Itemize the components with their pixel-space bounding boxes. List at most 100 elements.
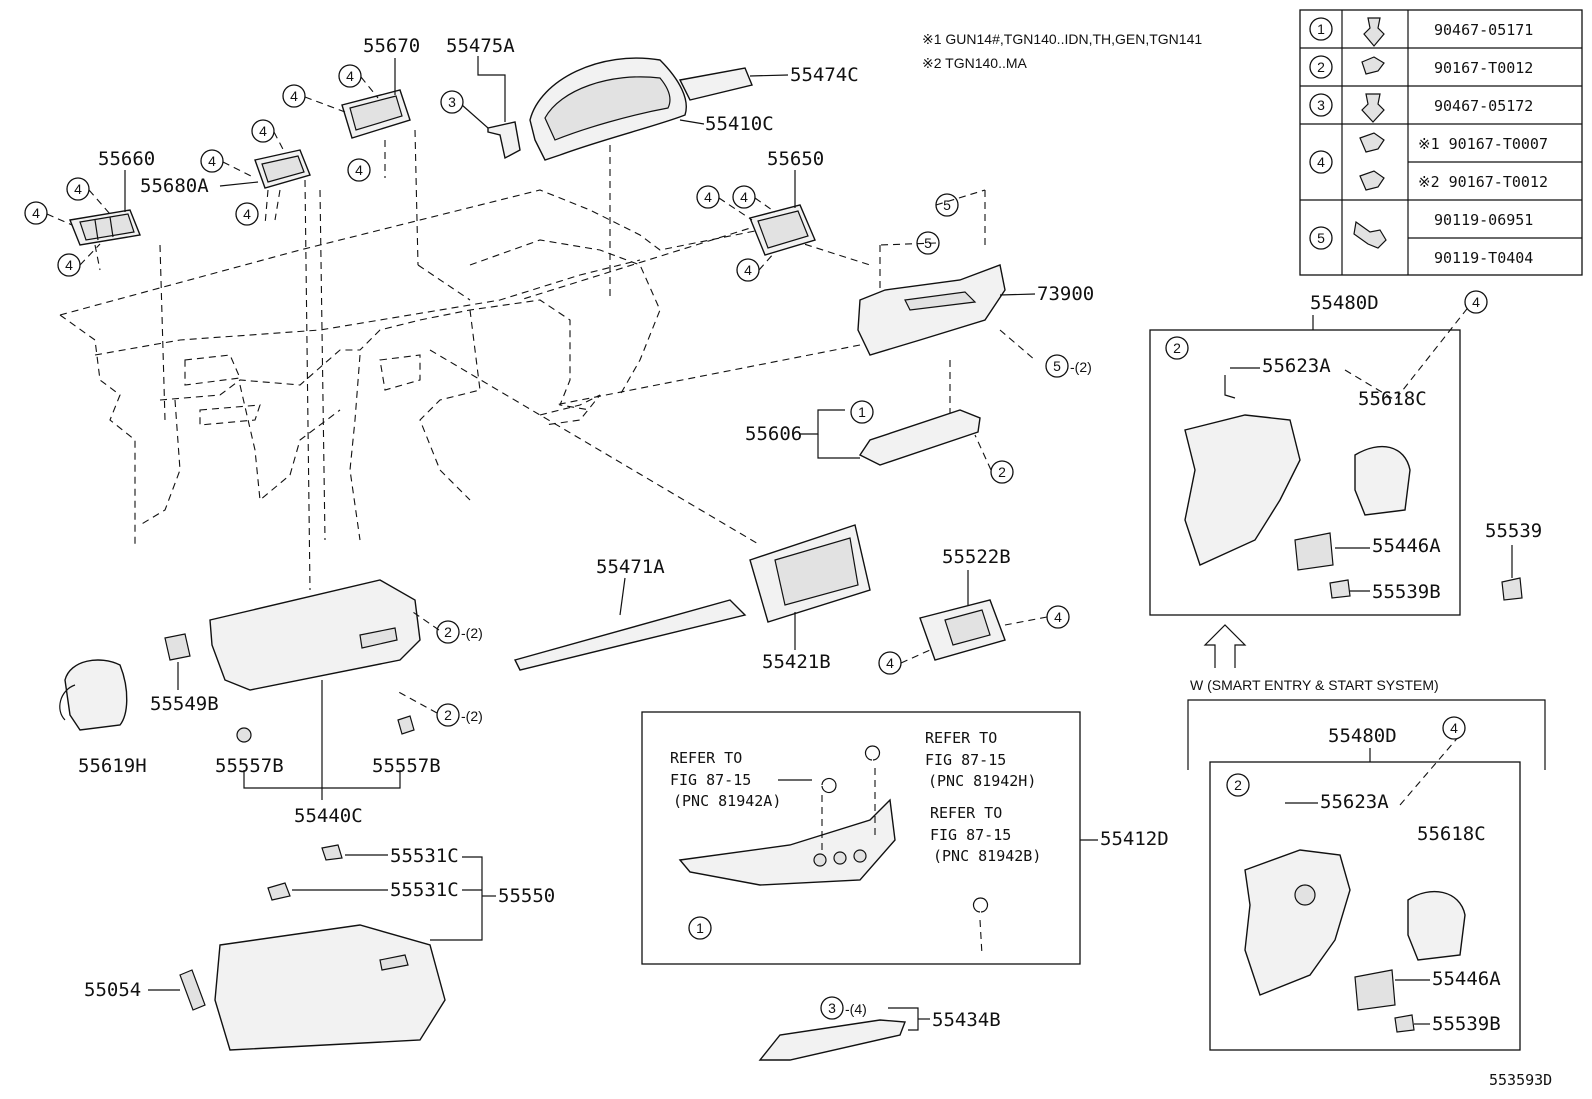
part-55549B[interactable] bbox=[164, 633, 191, 661]
part-55054-damper[interactable] bbox=[179, 969, 206, 1011]
label-55550: 55550 bbox=[498, 885, 555, 907]
part-55539[interactable] bbox=[1501, 577, 1523, 601]
part-55550-glovebox[interactable] bbox=[214, 924, 446, 1051]
callout-5: 5 bbox=[1045, 354, 1069, 378]
note-1: ※1 GUN14#,TGN140..IDN,TH,GEN,TGN141 bbox=[922, 31, 1202, 47]
label-55670: 55670 bbox=[363, 35, 420, 57]
fastener-table: 1 90467-05171 2 90167-T0012 3 90467-0517… bbox=[1299, 9, 1583, 276]
label-55557B-left: 55557B bbox=[215, 755, 284, 777]
fastener-row-4: 4 ※1 90167-T0007 ※2 90167-T0012 bbox=[1309, 132, 1548, 191]
fastener-row-5: 5 90119-06951 90119-T0404 bbox=[1309, 211, 1533, 267]
callout-3: 3 bbox=[440, 90, 464, 114]
fastener-part-5a: 90119-06951 bbox=[1434, 211, 1533, 229]
callout-2: 2 bbox=[1226, 773, 1250, 797]
part-55475A[interactable] bbox=[487, 121, 521, 160]
part-55557B-left[interactable] bbox=[236, 727, 252, 743]
label-55531C-upper: 55531C bbox=[390, 845, 459, 867]
svg-text:4: 4 bbox=[744, 262, 752, 278]
refer-h-line3: (PNC 81942H) bbox=[928, 772, 1036, 790]
svg-text:4: 4 bbox=[346, 68, 354, 84]
svg-text:4: 4 bbox=[1054, 609, 1062, 625]
label-55480D-a: 55480D bbox=[1310, 292, 1379, 314]
fastener-row-2: 2 90167-T0012 bbox=[1309, 55, 1533, 79]
clip-icon bbox=[1361, 93, 1385, 123]
svg-text:3: 3 bbox=[448, 94, 456, 110]
bolt-icon bbox=[1353, 220, 1387, 249]
callout-4: 4 bbox=[736, 258, 760, 282]
callouts: 4 4 4 4 4 4 4 4 4 4 4 4 4 4 4 4 3 3 5 5 … bbox=[24, 64, 1488, 1020]
label-55539B-a: 55539B bbox=[1372, 581, 1441, 603]
callout-4: 4 bbox=[696, 185, 720, 209]
fastener-row-3: 3 90467-05172 bbox=[1309, 93, 1533, 123]
refer-b-line2: FIG 87-15 bbox=[930, 826, 1011, 844]
part-55440C-glovebox-frame[interactable] bbox=[209, 579, 421, 691]
callout-4: 4 bbox=[57, 253, 81, 277]
label-55619H: 55619H bbox=[78, 755, 147, 777]
part-55660-vent[interactable] bbox=[69, 209, 141, 246]
svg-text:3: 3 bbox=[828, 1000, 836, 1016]
part-55471A-trim[interactable] bbox=[513, 599, 747, 671]
qty-5: -(2) bbox=[1070, 359, 1092, 375]
fastener-part-2: 90167-T0012 bbox=[1434, 59, 1533, 77]
callout-4: 4 bbox=[282, 84, 306, 108]
label-55446A-a: 55446A bbox=[1372, 535, 1441, 557]
label-55531C-lower: 55531C bbox=[390, 879, 459, 901]
svg-text:4: 4 bbox=[290, 88, 298, 104]
fastener-row-1: 1 90467-05171 bbox=[1309, 17, 1533, 47]
svg-text:4: 4 bbox=[1472, 294, 1480, 310]
part-55434B[interactable] bbox=[758, 1019, 906, 1061]
svg-text:4: 4 bbox=[32, 205, 40, 221]
svg-text:1: 1 bbox=[858, 404, 866, 420]
callout-4: 4 bbox=[1464, 290, 1488, 314]
svg-text:4: 4 bbox=[704, 189, 712, 205]
label-55680A: 55680A bbox=[140, 175, 209, 197]
screw-icon bbox=[1361, 56, 1385, 75]
part-55522B[interactable] bbox=[919, 599, 1006, 661]
callout-1: 1 bbox=[850, 400, 874, 424]
part-55421B-display-panel[interactable] bbox=[749, 524, 871, 623]
svg-text:4: 4 bbox=[208, 153, 216, 169]
part-55557B-right[interactable] bbox=[397, 715, 415, 735]
fastener-part-4a: ※1 90167-T0007 bbox=[1418, 135, 1548, 153]
svg-text:2: 2 bbox=[998, 464, 1006, 480]
callout-2: 2 bbox=[990, 460, 1014, 484]
part-73900-lower-panel[interactable] bbox=[857, 264, 1006, 356]
arrow-up-icon bbox=[1203, 624, 1247, 668]
label-55618C-b: 55618C bbox=[1417, 823, 1486, 845]
part-55670-vent[interactable] bbox=[341, 89, 411, 139]
part-55680A-vent[interactable] bbox=[254, 149, 311, 189]
callout-leaders bbox=[46, 76, 1048, 714]
svg-text:2: 2 bbox=[444, 624, 452, 640]
part-55531C-upper[interactable] bbox=[321, 844, 343, 861]
label-55446A-b: 55446A bbox=[1432, 968, 1501, 990]
label-55660: 55660 bbox=[98, 148, 155, 170]
label-55475A: 55475A bbox=[446, 35, 515, 57]
callout-4: 4 bbox=[878, 651, 902, 675]
callout-4: 4 bbox=[251, 119, 275, 143]
svg-text:1: 1 bbox=[696, 920, 704, 936]
callout-4: 4 bbox=[1046, 605, 1070, 629]
part-55531C-lower[interactable] bbox=[267, 882, 291, 901]
part-55606[interactable] bbox=[858, 409, 981, 466]
svg-text:5: 5 bbox=[943, 197, 951, 213]
label-55480D-b: 55480D bbox=[1328, 725, 1397, 747]
callout-4: 4 bbox=[1442, 716, 1466, 740]
screw-icon bbox=[1359, 170, 1385, 191]
part-55650-vent[interactable] bbox=[749, 204, 816, 256]
fastener-key-3: 3 bbox=[1317, 97, 1325, 113]
fastener-key-5: 5 bbox=[1317, 230, 1325, 246]
fastener-key-2: 2 bbox=[1317, 59, 1325, 75]
label-55623A-b: 55623A bbox=[1320, 791, 1389, 813]
refer-a-line1: REFER TO bbox=[670, 749, 742, 767]
part-55474C[interactable] bbox=[678, 67, 753, 101]
label-55471A: 55471A bbox=[596, 556, 665, 578]
label-55549B: 55549B bbox=[150, 693, 219, 715]
svg-text:2: 2 bbox=[1173, 340, 1181, 356]
part-55619H[interactable] bbox=[59, 659, 128, 731]
diagram-id: 553593D bbox=[1489, 1071, 1552, 1089]
part-55410C-meter-hood[interactable] bbox=[529, 57, 687, 161]
svg-text:2: 2 bbox=[1234, 777, 1242, 793]
fastener-part-3: 90467-05172 bbox=[1434, 97, 1533, 115]
label-55522B: 55522B bbox=[942, 546, 1011, 568]
